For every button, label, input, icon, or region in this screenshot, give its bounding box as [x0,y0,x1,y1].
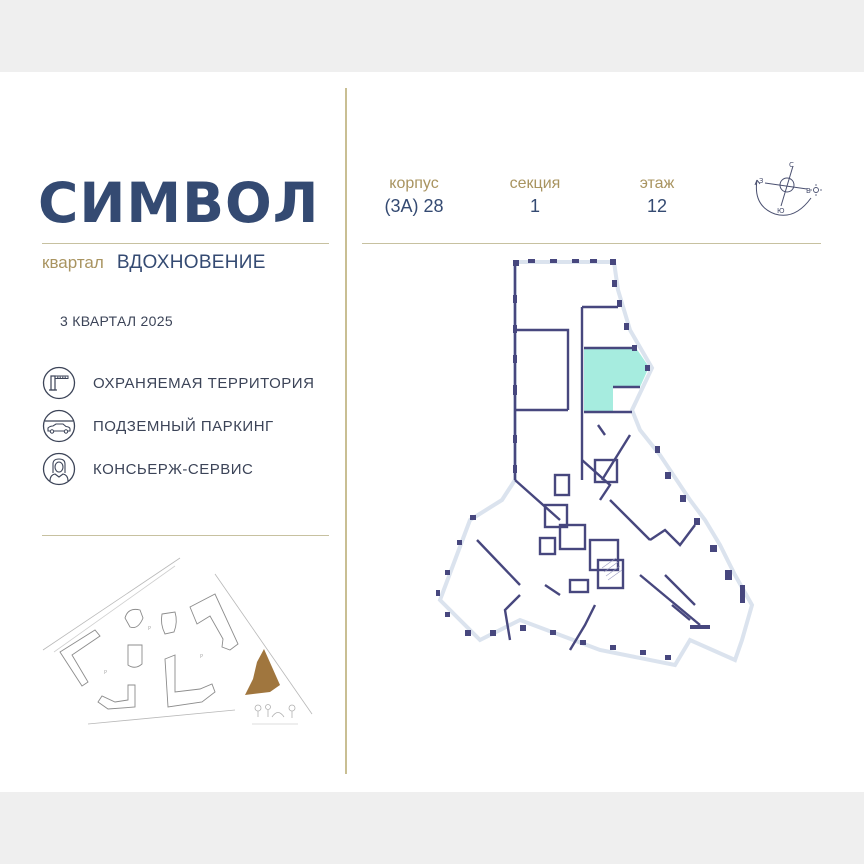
district-row: квартал ВДОХНОВЕНИЕ [42,252,266,274]
building-info: корпус (3А) 28 [372,175,456,217]
completion-date: 3 КВАРТАЛ 2025 [60,313,173,329]
district-label: квартал [42,253,104,272]
site-minimap: P P P [42,557,313,725]
floor-value: 12 [646,196,668,216]
facade-glazing [437,260,755,668]
feature-label: ПОДЗЕМНЫЙ ПАРКИНГ [93,417,274,435]
building-label: корпус [389,175,439,192]
district-name: ВДОХНОВЕНИЕ [116,252,266,273]
street-line-east [214,573,313,715]
brand-logo-title: СИМВОЛ [38,171,320,235]
site-buildings [59,593,239,710]
parking-markers: P P P [104,626,203,676]
current-building-marker [245,649,280,695]
walls [476,262,701,651]
street-line-north [42,557,181,651]
feature-concierge: КОНСЬЕРЖ-СЕРВИС [42,451,253,487]
feature-guarded-territory: ОХРАНЯЕМАЯ ТЕРРИТОРИЯ [42,365,314,401]
section-label: секция [509,175,561,192]
facade-columns [436,259,745,660]
section-value: 1 [529,196,540,216]
car-parking-icon [42,409,76,443]
layout-sheet [0,72,864,792]
svg-text:P: P [200,654,203,660]
compass-north-label: С [789,161,794,169]
feature-label: ОХРАНЯЕМАЯ ТЕРРИТОРИЯ [93,374,315,392]
vertical-divider [345,88,347,774]
floor-plan [436,259,755,668]
compass-east-label: В [806,187,811,195]
concierge-icon [42,452,76,486]
svg-text:P: P [104,670,107,676]
section-info: секция 1 [496,175,574,217]
street-line-south [87,709,236,725]
features-divider [42,535,329,536]
floor-label: этаж [639,175,675,192]
feature-underground-parking: ПОДЗЕМНЫЙ ПАРКИНГ [42,408,274,444]
feature-label: КОНСЬЕРЖ-СЕРВИС [93,460,254,478]
barrier-gate-icon [42,366,76,400]
park-icon [254,704,296,718]
sun-icon [813,187,819,193]
brand-divider [42,243,329,244]
floor-info: этаж 12 [626,175,688,217]
building-value: (3А) 28 [384,196,444,216]
compass-west-label: З [759,177,764,185]
svg-text:P: P [148,626,151,632]
selected-apartment[interactable] [584,348,649,412]
compass-icon: С З В Ю [754,161,822,216]
compass-south-label: Ю [777,207,785,215]
stairs [601,557,623,581]
header-divider [362,243,821,244]
